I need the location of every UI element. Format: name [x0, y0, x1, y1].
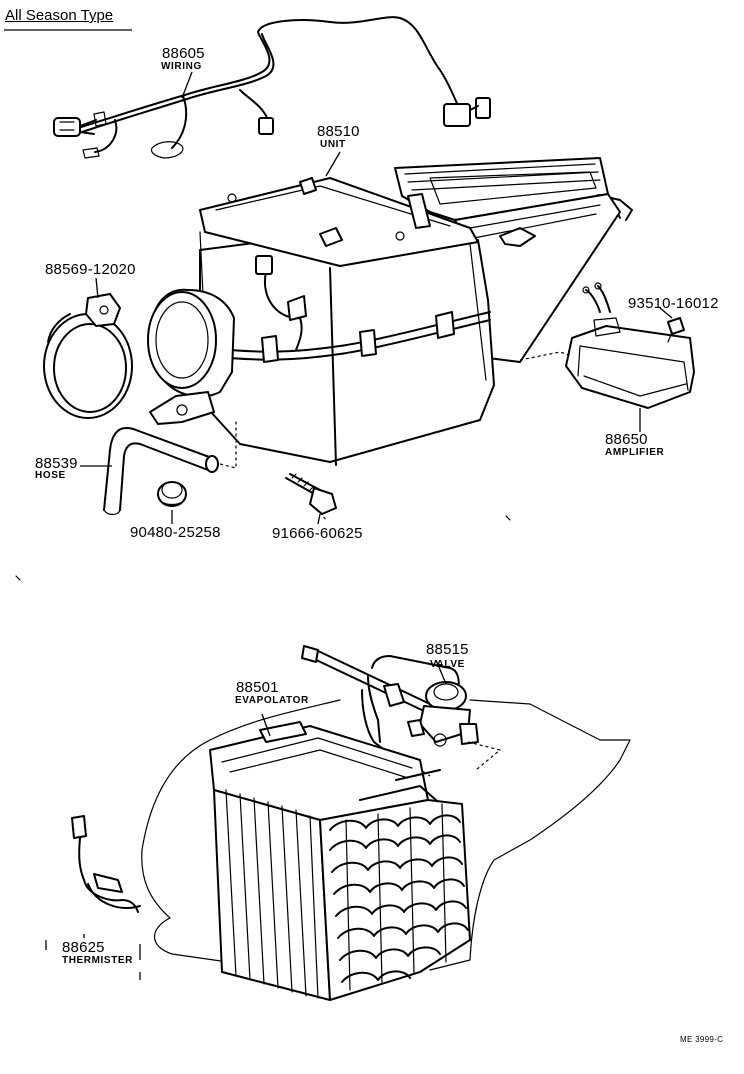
wiring-harness-drawing — [53, 16, 491, 159]
amplifier-drawing — [519, 282, 695, 409]
part-number-valve: 88515 — [426, 641, 469, 658]
clamp-drawing — [43, 293, 133, 419]
part-name-unit: UNIT — [320, 139, 346, 150]
part-number-thermister: 88625 — [62, 939, 105, 956]
part-number-clamp: 88569-12020 — [45, 261, 136, 278]
unit-drawing — [147, 157, 633, 466]
part-name-thermister: THERMISTER — [62, 955, 133, 966]
part-name-hose: HOSE — [35, 470, 66, 481]
part-number-unit: 88510 — [317, 123, 360, 140]
part-number-evaporator: 88501 — [236, 679, 279, 696]
leader-lines — [4, 29, 673, 980]
connector-right — [443, 103, 471, 127]
part-name-evaporator: EVAPOLATOR — [235, 695, 309, 706]
screw-drawing — [285, 473, 337, 521]
small-screw-drawing — [667, 317, 685, 343]
part-number-small-screw: 93510-16012 — [628, 295, 719, 312]
connector-left — [53, 117, 81, 137]
part-number-amplifier: 88650 — [605, 431, 648, 448]
part-number-screw: 91666-60625 — [272, 525, 363, 542]
valve-drawing — [301, 645, 502, 777]
thermister-drawing — [71, 815, 141, 913]
diagram-reference-code: ME 3999-C — [680, 1035, 724, 1044]
part-name-amplifier: AMPLIFIER — [605, 447, 665, 458]
part-name-wiring: WIRING — [161, 61, 202, 72]
evaporator-drawing — [141, 699, 631, 1001]
part-number-hose: 88539 — [35, 455, 78, 472]
diagram-title: All Season Type — [5, 7, 114, 24]
part-name-valve: VALVE — [430, 659, 465, 670]
part-number-wiring: 88605 — [162, 45, 205, 62]
grommet-drawing — [157, 481, 187, 507]
hose-drawing — [103, 420, 237, 516]
part-number-grommet: 90480-25258 — [130, 524, 221, 541]
coil-tubes — [329, 803, 469, 991]
